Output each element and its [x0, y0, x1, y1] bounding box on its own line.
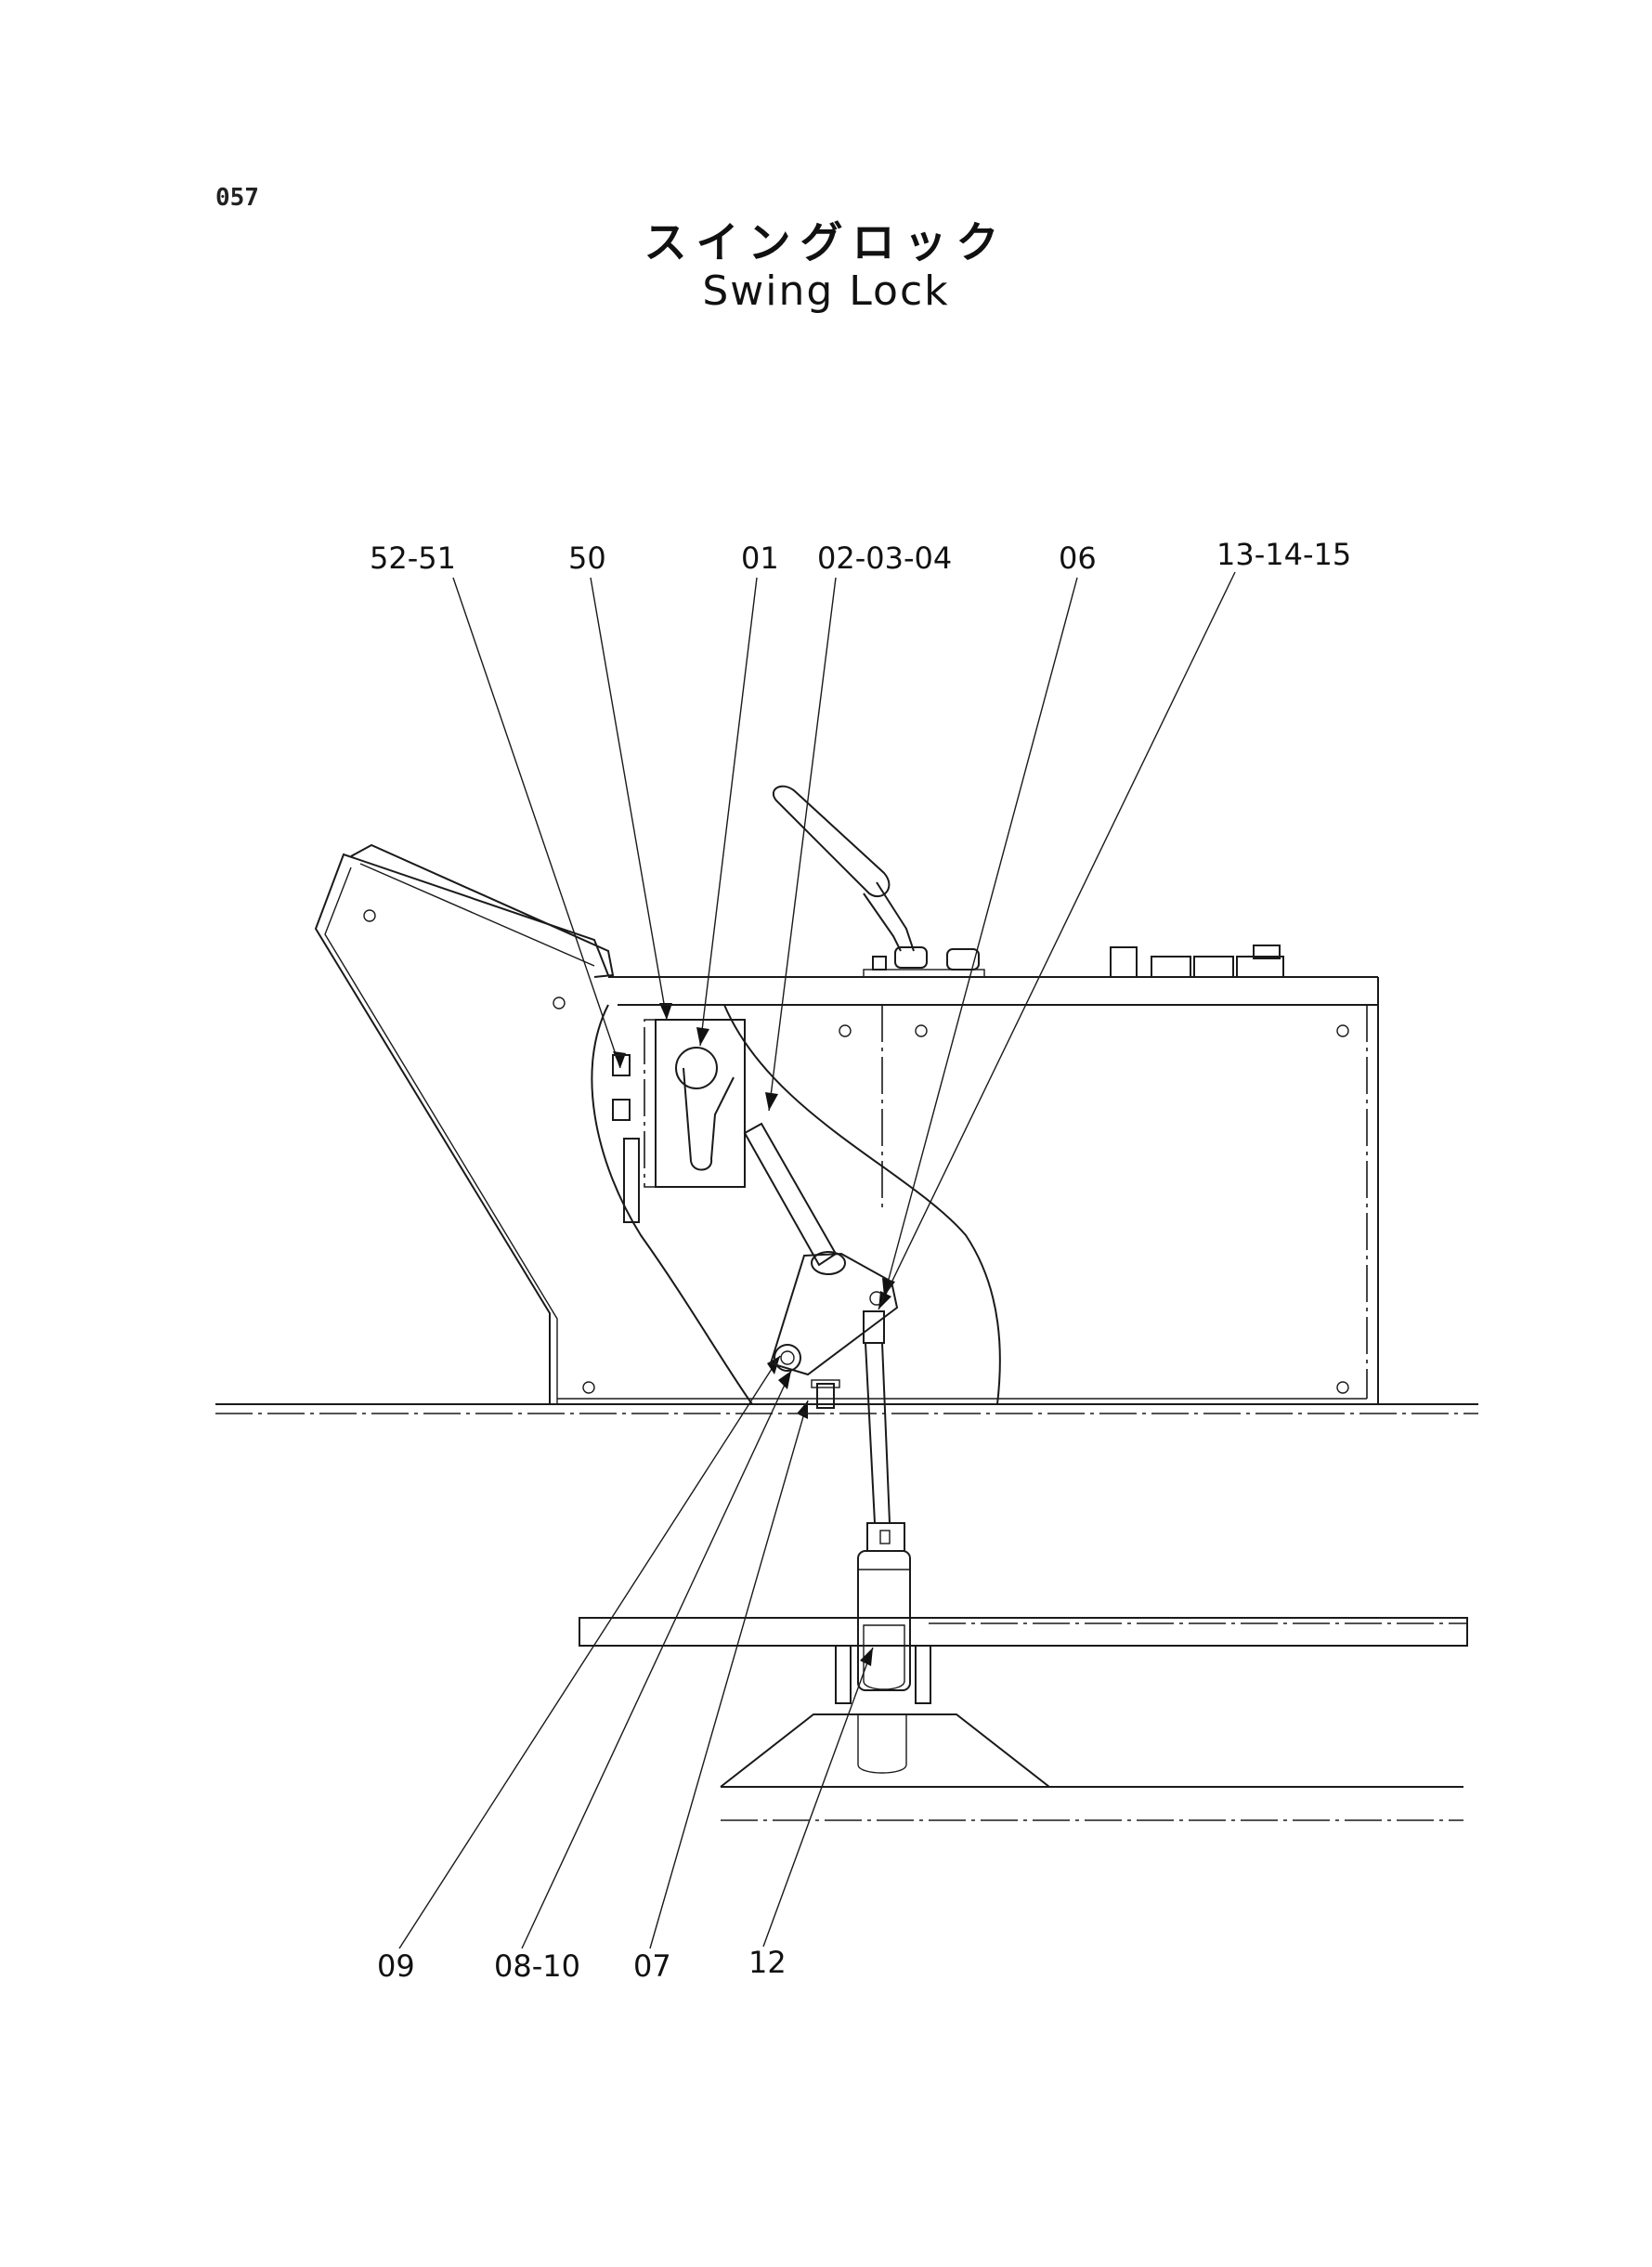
leader-07: [649, 1400, 809, 1949]
title-english: Swing Lock: [702, 267, 950, 315]
leader-52-51: [452, 577, 621, 1069]
hole: [1336, 1381, 1349, 1394]
arrowhead-09: [767, 1356, 780, 1375]
leader-13-14-15: [878, 571, 1236, 1310]
switch-right-5: [1253, 945, 1281, 959]
lower-frame: [579, 1617, 1468, 1821]
leader-09: [398, 1355, 781, 1949]
cutaway-curve: [591, 1004, 753, 1405]
arrowhead-52-51: [613, 1051, 626, 1068]
hole: [839, 1024, 852, 1037]
bearing-base: [720, 1713, 1463, 1788]
control-lever: [772, 785, 1284, 978]
switch-right-2: [1151, 956, 1191, 978]
pin-head: [866, 1522, 905, 1552]
arrowhead-12: [860, 1648, 873, 1666]
left-panel-inner: [324, 866, 558, 1404]
bolt: [612, 1054, 631, 1076]
pivot-pin: [774, 1344, 801, 1372]
lock-knob: [675, 1047, 718, 1089]
frame-web-right: [915, 1645, 931, 1704]
console-body: [215, 843, 1478, 1414]
callout-50: 50: [568, 541, 606, 576]
pin-rod-right: [881, 1342, 891, 1524]
armrest-pad: [350, 843, 615, 978]
link-rod-end: [811, 1251, 846, 1275]
bolt: [612, 1099, 631, 1121]
page-number: 057: [215, 184, 259, 212]
switch-base: [863, 969, 985, 978]
switch-right-1: [1110, 946, 1138, 978]
leader-01: [699, 577, 758, 1047]
hole: [1336, 1024, 1349, 1037]
lever-shaft-2: [863, 892, 902, 952]
leader-50: [590, 577, 668, 1021]
lever-grip: [772, 785, 891, 898]
leader-02-03-04: [768, 577, 837, 1112]
callout-08-10: 08-10: [494, 1948, 580, 1984]
linkage: [743, 1122, 899, 1409]
bracket-flange: [644, 1019, 657, 1188]
pin-head-slot: [879, 1530, 891, 1544]
lock-bracket: [612, 1019, 746, 1223]
crank-mount-cap: [811, 1379, 840, 1388]
callout-09: 09: [377, 1948, 415, 1984]
lock-pin-assembly: [857, 1310, 911, 1691]
leader-06: [883, 577, 1078, 1297]
hole: [363, 909, 376, 922]
crank-pin: [869, 1291, 884, 1306]
arrowhead-08-10: [778, 1371, 791, 1389]
left-panel-outline: [314, 853, 609, 1404]
switch-small: [872, 956, 887, 971]
hole: [915, 1024, 928, 1037]
leader-lines: [398, 571, 1236, 1949]
pin-rod-left: [865, 1342, 876, 1524]
cutaway-curve-right: [723, 1004, 1001, 1405]
arrowhead-02-03-04: [765, 1092, 778, 1111]
lock-pin-hole: [863, 1624, 905, 1690]
pin-rod-clevis: [863, 1310, 885, 1344]
arrowhead-13-14-15: [878, 1291, 891, 1309]
callout-02-03-04: 02-03-04: [817, 541, 952, 576]
lever-base: [894, 946, 928, 969]
frame-web-left: [835, 1645, 852, 1704]
bearing-slot: [857, 1714, 907, 1774]
lock-slot: [683, 1067, 735, 1171]
crank-mount: [816, 1383, 835, 1409]
callout-52-51: 52-51: [370, 541, 456, 576]
callout-07: 07: [633, 1948, 671, 1984]
switch-right-3: [1193, 956, 1234, 978]
lever-shaft: [876, 881, 915, 952]
armrest-pad-edge: [359, 863, 595, 967]
hole: [582, 1381, 595, 1394]
leader-08-10: [521, 1370, 792, 1949]
link-rod: [743, 1122, 838, 1267]
title-japanese: スイングロック: [644, 217, 1008, 267]
lock-pin-body: [857, 1550, 911, 1691]
arrowhead-50: [659, 1003, 672, 1020]
callout-13-14-15: 13-14-15: [1216, 537, 1351, 572]
callout-12: 12: [748, 1945, 787, 1980]
leader-12: [762, 1647, 874, 1948]
switch-right-4: [1236, 956, 1284, 978]
pivot-pin-inner: [780, 1350, 795, 1365]
bell-crank: [769, 1252, 899, 1376]
callout-06: 06: [1059, 541, 1097, 576]
frame-plate: [579, 1617, 1468, 1647]
hole: [553, 997, 566, 1010]
arrowhead-01: [696, 1027, 709, 1046]
callout-01: 01: [741, 541, 779, 576]
bolt-shaft: [623, 1138, 640, 1223]
